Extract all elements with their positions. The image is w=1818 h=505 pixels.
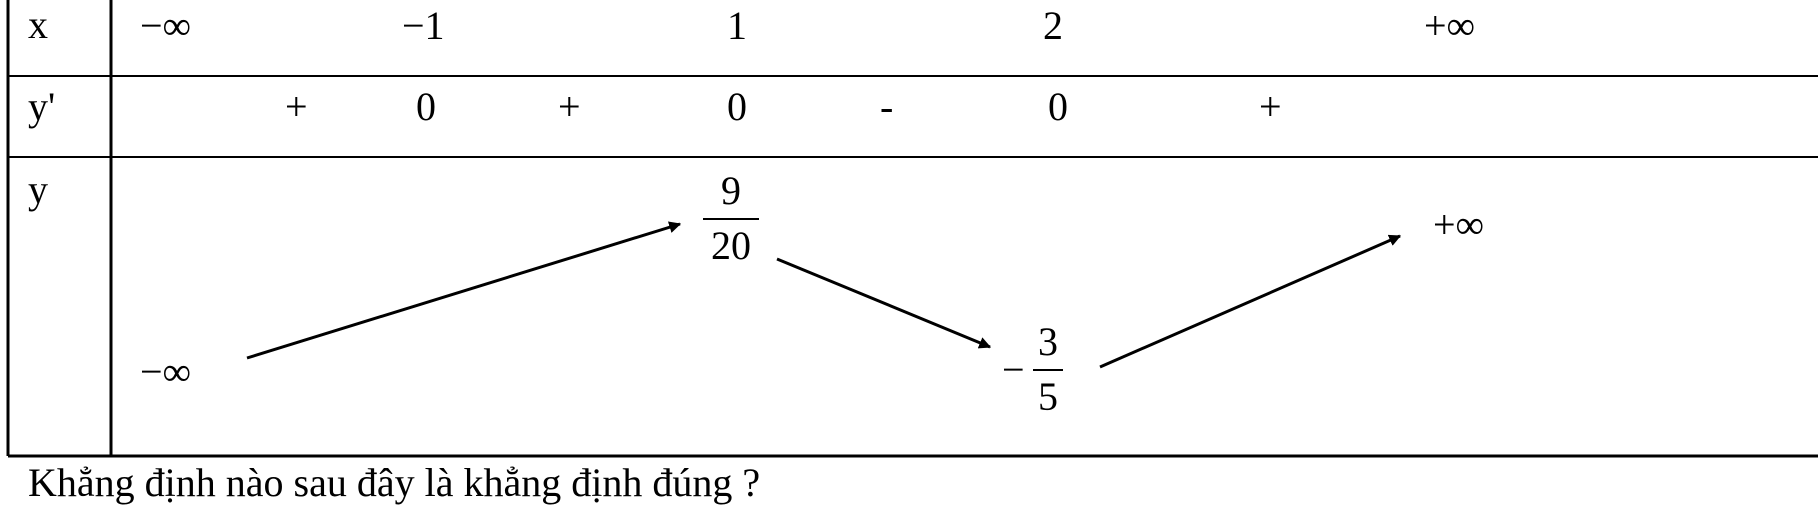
row-label-derivative: y' — [28, 84, 56, 129]
y-value-end: +∞ — [1433, 202, 1485, 247]
x-value-pos-infinity: +∞ — [1424, 3, 1476, 48]
x-value-neg-1: −1 — [402, 3, 445, 48]
increase-arrow-1 — [246, 221, 682, 360]
x-value-neg-infinity: −∞ — [140, 3, 192, 48]
derivative-zero: 0 — [416, 84, 436, 129]
derivative-sign: - — [880, 84, 894, 129]
decrease-arrow — [776, 257, 992, 349]
question-caption: Khẳng định nào sau đây là khẳng định đún… — [28, 460, 761, 505]
max-denominator: 20 — [711, 223, 751, 268]
row-label-y: y — [28, 167, 48, 212]
fraction-bar — [703, 218, 759, 220]
derivative-sign: + — [1259, 84, 1282, 129]
min-numerator: 3 — [1038, 319, 1058, 364]
row-label-x: x — [28, 2, 48, 47]
y-value-min-sign: − — [1002, 347, 1025, 392]
min-denominator: 5 — [1038, 374, 1058, 419]
derivative-sign: + — [285, 84, 308, 129]
y-value-max-fraction: 9 20 — [703, 171, 759, 266]
variation-table — [6, 0, 1818, 458]
x-value-1: 1 — [727, 3, 747, 48]
fraction-bar — [1033, 369, 1063, 371]
derivative-sign: + — [558, 84, 581, 129]
y-value-start: −∞ — [140, 349, 192, 394]
increase-arrow-2 — [1099, 234, 1402, 369]
derivative-zero: 0 — [1048, 84, 1068, 129]
max-numerator: 9 — [721, 168, 741, 213]
y-value-min-fraction: 3 5 — [1033, 322, 1063, 417]
derivative-zero: 0 — [727, 84, 747, 129]
x-value-2: 2 — [1043, 3, 1063, 48]
